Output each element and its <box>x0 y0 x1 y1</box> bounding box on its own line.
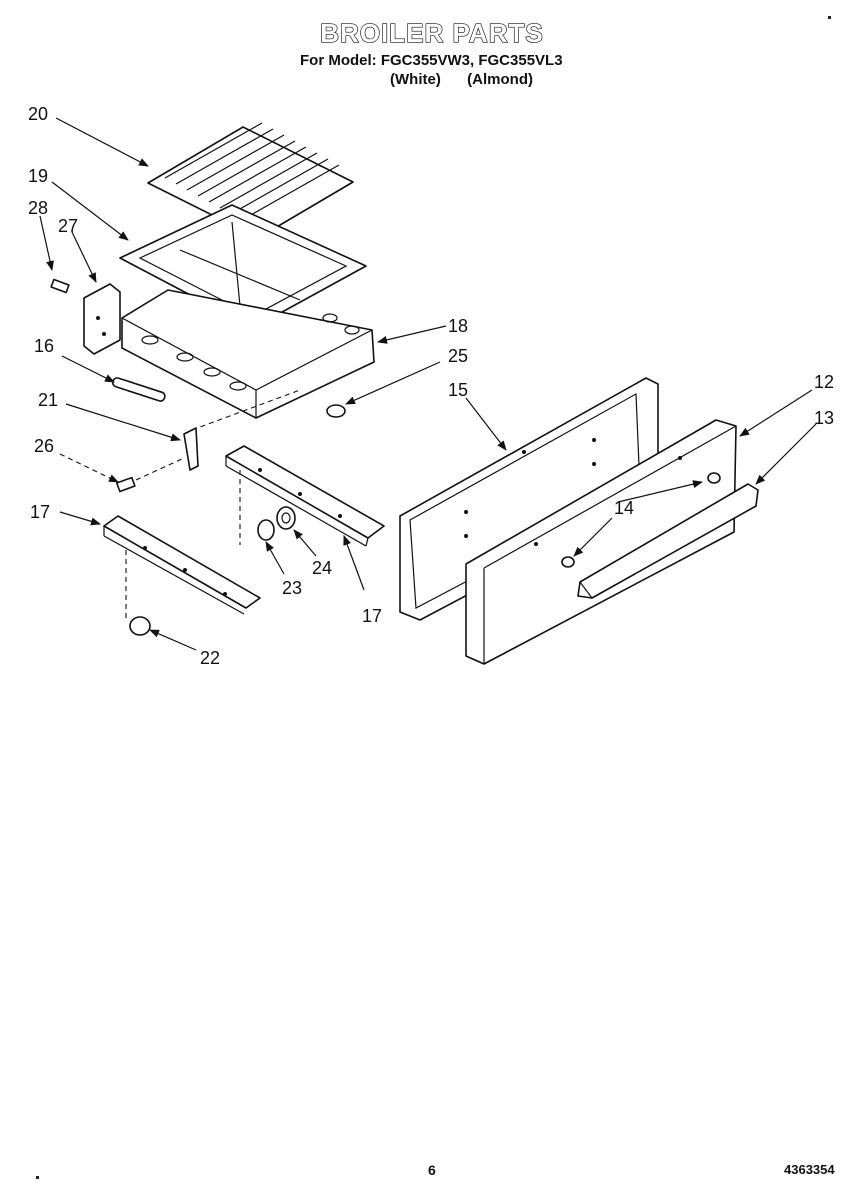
screw-28-part <box>50 278 70 294</box>
callout-18: 18 <box>448 316 468 336</box>
callout-13: 13 <box>814 408 834 428</box>
model-line: For Model: FGC355VW3, FGC355VL3 <box>300 52 563 69</box>
callout-26: 26 <box>34 436 54 456</box>
rail-right-part <box>225 445 385 547</box>
callout-25: 25 <box>448 346 468 366</box>
rail-left-part <box>103 515 261 622</box>
outer-door-part <box>465 419 737 665</box>
clip-part <box>326 404 346 418</box>
callout-15: 15 <box>448 380 468 400</box>
roller-24-part <box>276 506 296 530</box>
latch-part <box>183 389 301 471</box>
corner-mark-top <box>828 16 831 19</box>
corner-mark-bottom <box>36 1176 39 1179</box>
callout-19: 19 <box>28 166 48 186</box>
callout-21: 21 <box>38 390 58 410</box>
variant-white: (White) <box>390 71 441 88</box>
broiler-frame-part <box>121 289 375 419</box>
variant-almond: (Almond) <box>467 71 533 88</box>
callout-20: 20 <box>28 104 48 124</box>
callout-17-left: 17 <box>30 502 50 522</box>
callout-12: 12 <box>814 372 834 392</box>
callout-14: 14 <box>614 498 634 518</box>
door-handle-part <box>577 483 759 599</box>
broiler-grid-part <box>147 122 354 239</box>
spring-rod-part <box>112 377 166 402</box>
callout-23: 23 <box>282 578 302 598</box>
leader-lines <box>39 117 817 651</box>
page-title: BROILER PARTS <box>320 17 544 48</box>
callout-27: 27 <box>58 216 78 236</box>
document-number: 4363354 <box>784 1162 835 1177</box>
color-variants: (White) (Almond) <box>390 71 533 88</box>
roller-23-part <box>257 519 275 541</box>
callout-28: 28 <box>28 198 48 218</box>
callout-16: 16 <box>34 336 54 356</box>
callout-24: 24 <box>312 558 332 578</box>
screw-26-part <box>115 457 185 493</box>
callout-22: 22 <box>200 648 220 668</box>
side-bracket-part <box>83 283 121 355</box>
page-number: 6 <box>428 1162 436 1178</box>
callout-17-right: 17 <box>362 606 382 626</box>
roller-22-part <box>129 616 151 636</box>
spacer-part <box>561 472 721 568</box>
